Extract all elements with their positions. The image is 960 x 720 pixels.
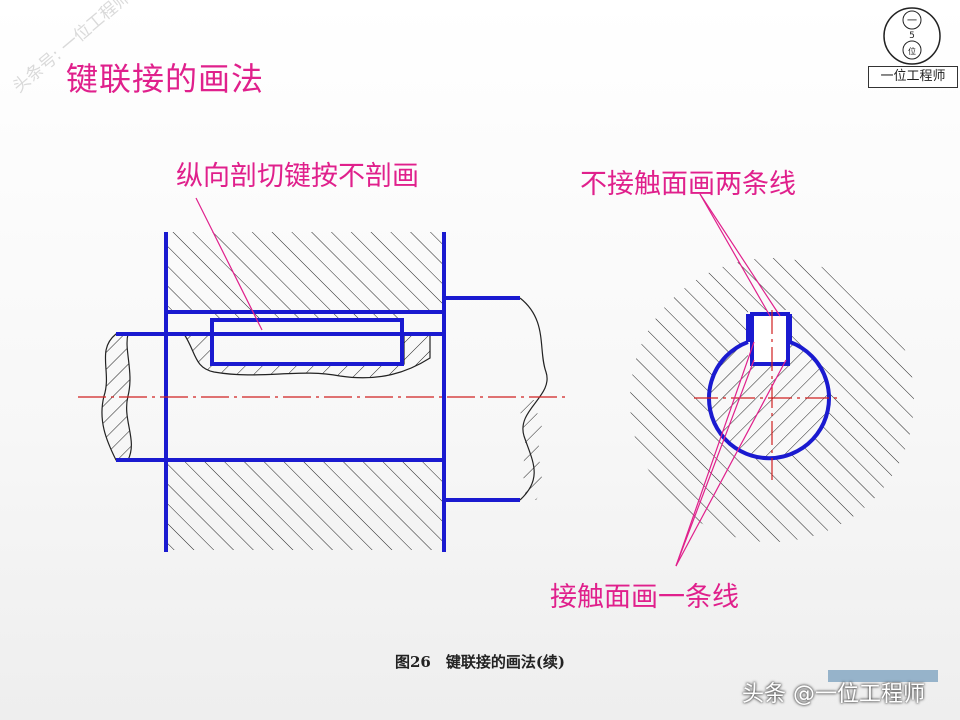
key-cross-section: [752, 314, 788, 364]
logo-glyph-2: 5: [909, 31, 915, 41]
logo-name: 一位工程师: [868, 66, 958, 88]
hub-upper-section: [166, 232, 444, 320]
logo-glyph-3: 位: [908, 46, 916, 56]
cross-section-outlines: [707, 312, 831, 461]
key-body: [210, 318, 404, 366]
label-contact: 接触面画一条线: [550, 582, 739, 613]
leader-lines-top: [699, 193, 781, 317]
label-longitudinal-section: 纵向剖切键按不剖画: [176, 161, 419, 192]
leader-lines-bottom: [675, 341, 787, 567]
shaft-keyway-section: [182, 333, 431, 379]
figure-caption: 图26 键联接的画法(续): [394, 653, 566, 671]
logo-emblem: 一 5 位: [883, 7, 941, 65]
label-no-contact: 不接触面画两条线: [580, 169, 796, 200]
visible-outlines: [116, 232, 520, 552]
hub-lower-section: [166, 460, 444, 550]
footer-bar: [828, 670, 938, 682]
page-title: 键联接的画法: [66, 60, 265, 98]
logo-glyph-1: 一: [907, 16, 917, 27]
leader-line-left: [195, 197, 263, 331]
footer-watermark: 头条 @一位工程师: [742, 682, 925, 707]
